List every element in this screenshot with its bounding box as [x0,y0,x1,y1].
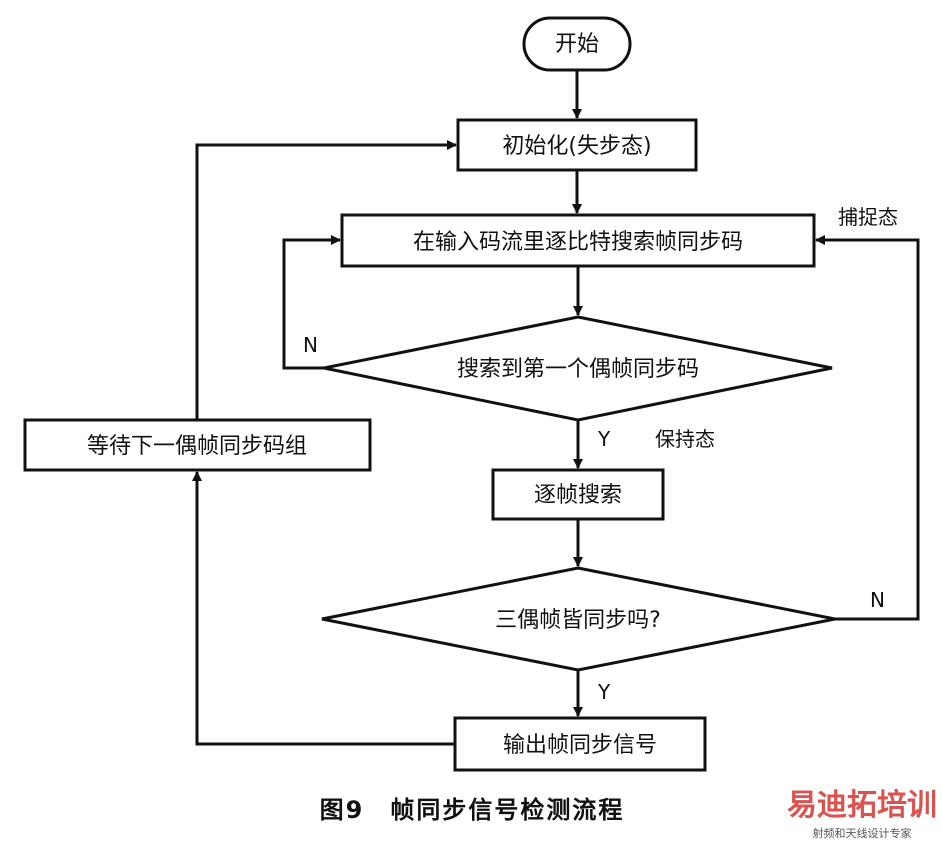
node-found-first-decision: 搜索到第一个偶帧同步码 [323,315,833,422]
edge-wait-to-init [195,140,457,420]
label-yes-2: Y [597,680,611,704]
watermark-logo: 易迪拓培训 射频和天线设计专家 [787,788,937,840]
node-three-sync-decision: 三偶帧皆同步吗? [321,566,836,672]
edge-decision2-no-capture [815,235,920,621]
label-yes-1: Y [597,427,611,451]
edge-output-to-wait [192,471,455,746]
node-search-bit-label: 在输入码流里逐比特搜索帧同步码 [413,230,743,255]
node-search-bit: 在输入码流里逐比特搜索帧同步码 [340,213,816,268]
label-no-2: N [870,588,885,612]
node-start: 开始 [522,16,632,72]
node-frame-search-label: 逐帧搜索 [534,483,622,508]
watermark-main: 易迪拓培训 [787,788,937,823]
node-wait-next-label: 等待下一偶帧同步码组 [87,434,307,459]
node-init: 初始化(失步态) [456,118,698,172]
node-three-sync-label: 三偶帧皆同步吗? [495,608,661,633]
node-found-first-label: 搜索到第一个偶帧同步码 [457,357,699,382]
node-init-label: 初始化(失步态) [502,134,651,159]
figure-caption: 图9 帧同步信号检测流程 [320,796,625,824]
node-output-sync-label: 输出帧同步信号 [503,733,657,758]
node-frame-search: 逐帧搜索 [491,468,665,521]
node-wait-next: 等待下一偶帧同步码组 [23,418,372,472]
label-hold-state: 保持态 [655,427,715,451]
edge-decision1-no-loop [282,235,341,370]
label-capture-state: 捕捉态 [838,205,898,229]
watermark-sub: 射频和天线设计专家 [813,826,912,840]
node-output-sync: 输出帧同步信号 [453,716,707,772]
label-no-1: N [303,333,318,357]
node-start-label: 开始 [555,32,599,57]
